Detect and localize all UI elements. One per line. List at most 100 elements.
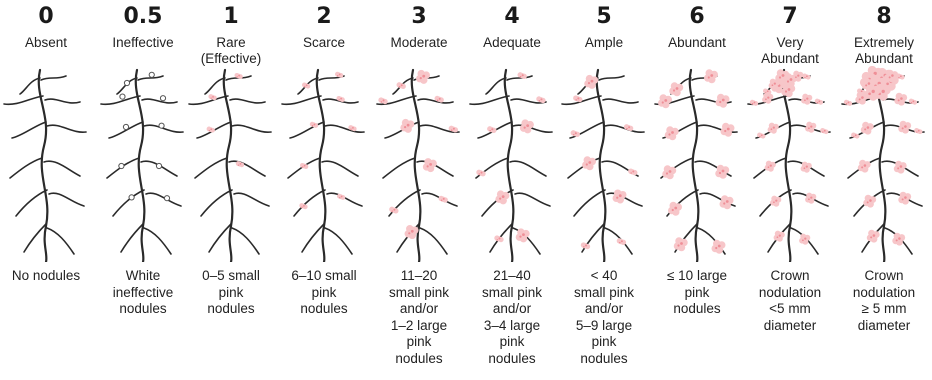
pink-nodule	[861, 122, 874, 135]
root-system-graphic	[373, 66, 465, 262]
lateral-root	[20, 78, 40, 94]
lateral-root	[121, 224, 143, 252]
pink-nodule	[665, 126, 679, 140]
category-description: Crown nodulation ≥ 5 mm diameter	[838, 268, 930, 334]
scale-column: 1Rare (Effective)0–5 small pink nodules	[185, 0, 277, 380]
white-nodule	[160, 96, 165, 101]
pink-nodule	[799, 234, 810, 245]
lateral-root	[599, 76, 624, 80]
lateral-root	[232, 228, 259, 254]
pink-nodule	[658, 94, 672, 108]
pink-nodule	[310, 122, 318, 128]
pink-nodule	[768, 123, 779, 134]
lateral-root	[142, 99, 177, 103]
lateral-root	[234, 193, 269, 206]
lateral-root	[574, 190, 605, 216]
lateral-root	[195, 158, 227, 178]
lateral-root	[486, 78, 506, 94]
pink-nodule	[820, 128, 828, 134]
category-description: < 40 small pink and/or 5–9 large pink no…	[558, 268, 650, 367]
root-illustration	[97, 66, 189, 262]
pink-nodule	[613, 189, 627, 203]
white-nodule	[120, 94, 125, 99]
lateral-root	[302, 224, 324, 252]
pink-nodule	[571, 130, 580, 137]
white-nodule	[149, 72, 154, 77]
score-label: 2	[278, 5, 370, 29]
pink-nodule	[802, 74, 810, 80]
pink-nodule	[762, 93, 773, 104]
pink-nodule	[765, 161, 776, 172]
pink-nodule	[892, 233, 905, 246]
category-name: Moderate	[373, 35, 465, 51]
score-label: 3	[373, 5, 465, 29]
category-name: Ample	[558, 35, 650, 51]
root-illustration	[744, 66, 836, 262]
white-nodule	[124, 80, 129, 85]
pink-nodule	[494, 235, 503, 242]
lateral-root	[201, 190, 232, 216]
white-nodule	[156, 163, 161, 168]
lateral-root	[4, 96, 43, 104]
lateral-root	[383, 158, 415, 178]
root-system-graphic	[651, 66, 743, 262]
category-description: White ineffective nodules	[97, 268, 189, 318]
pink-nodule	[898, 121, 911, 134]
taproot	[505, 70, 514, 262]
lateral-root	[47, 228, 74, 254]
lateral-root	[470, 96, 509, 104]
pink-nodule	[674, 237, 688, 251]
lateral-root	[113, 190, 144, 216]
taproot	[224, 70, 233, 262]
pink-nodule	[337, 194, 345, 200]
pink-nodule	[858, 160, 871, 173]
pink-nodule	[801, 162, 812, 173]
pink-nodule	[487, 126, 496, 133]
lateral-root	[232, 125, 271, 132]
root-illustration	[558, 66, 650, 262]
pink-nodule	[669, 82, 683, 96]
taproot	[39, 70, 48, 262]
root-illustration	[651, 66, 743, 262]
root-system-graphic	[278, 66, 370, 262]
pink-nodule	[721, 123, 735, 137]
category-description: Crown nodulation <5 mm diameter	[744, 268, 836, 334]
pink-nodule	[495, 190, 509, 204]
lateral-root	[282, 96, 321, 104]
pink-nodule	[423, 158, 437, 172]
lateral-root	[24, 224, 46, 252]
score-label: 6	[651, 5, 743, 29]
root-illustration	[0, 66, 92, 262]
lateral-root	[294, 190, 325, 216]
pink-nodule	[668, 202, 682, 216]
pink-nodule	[805, 193, 816, 204]
category-name: Abundant	[651, 35, 743, 51]
root-system-graphic	[185, 66, 277, 262]
pink-nodule	[781, 83, 795, 97]
lateral-root	[515, 193, 550, 206]
category-name: Adequate	[466, 35, 558, 51]
scale-column: 6Abundant≤ 10 large pink nodules	[651, 0, 743, 380]
category-description: No nodules	[0, 268, 92, 285]
taproot	[597, 70, 606, 262]
category-description: 0–5 small pink nodules	[185, 268, 277, 318]
pink-nodule	[863, 195, 876, 208]
pink-nodule	[624, 124, 633, 131]
lateral-root	[44, 161, 80, 176]
lateral-root	[230, 99, 265, 103]
pink-nodule	[378, 97, 387, 104]
pink-nodule	[815, 99, 823, 105]
lateral-root	[205, 78, 225, 94]
lateral-root	[12, 122, 46, 138]
scale-column: 4Adequate21–40 small pink and/or 3–4 lar…	[466, 0, 558, 380]
lateral-root	[10, 158, 42, 178]
pink-nodule	[894, 93, 907, 106]
scale-column: 0AbsentNo nodules	[0, 0, 92, 380]
white-nodule	[123, 124, 128, 129]
pink-nodule	[867, 230, 880, 243]
pink-nodule	[617, 238, 626, 245]
scale-column: 5Ample< 40 small pink and/or 5–9 large p…	[558, 0, 650, 380]
pink-nodule	[720, 195, 734, 209]
scale-column: 2Scarce6–10 small pink nodules	[278, 0, 370, 380]
